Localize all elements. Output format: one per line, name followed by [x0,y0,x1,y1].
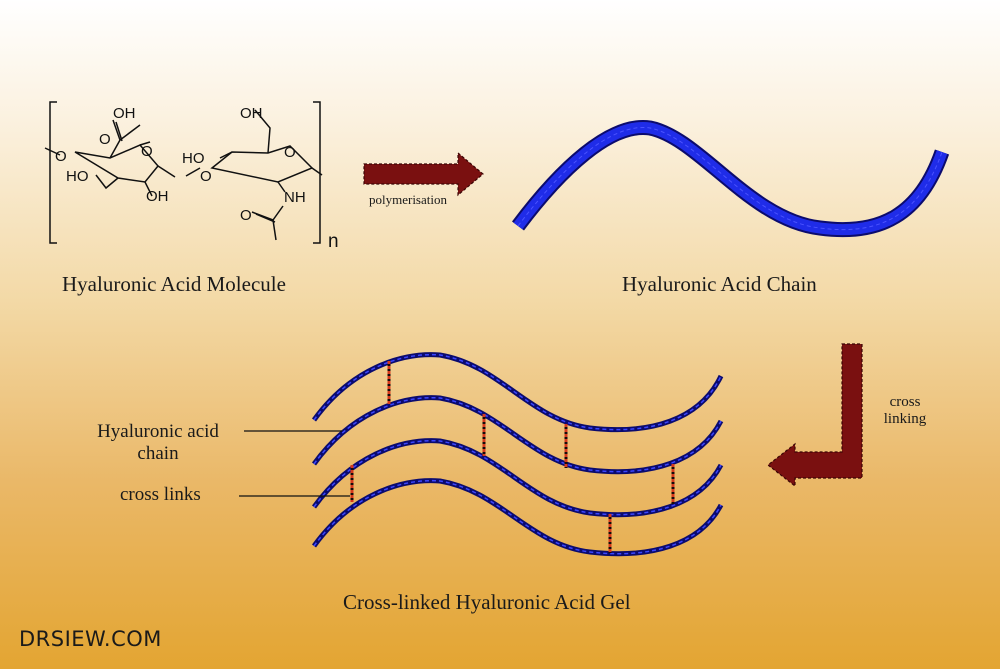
atom-ring-o-right: O [284,144,296,161]
atom-oh-bottom-left: OH [146,188,169,205]
hyaluronic-chain [512,120,950,238]
bracket-right [313,101,321,244]
gel-chain-3 [311,438,724,518]
label-chain: Hyaluronic Acid Chain [622,272,817,296]
callout-chain: Hyaluronic acid chain [97,421,219,464]
label-molecule: Hyaluronic Acid Molecule [62,272,286,296]
cross-links [350,361,675,553]
chemical-atoms: OH O O HO OH O O OH HO O NH O n [55,105,339,252]
atom-ring-o-left: O [141,143,153,160]
atom-carbonyl-o: O [99,131,111,148]
atom-nh: NH [284,189,306,206]
gel-chain-2 [311,395,724,475]
polymerisation-arrow [363,151,484,197]
label-polymerisation: polymerisation [369,192,447,207]
gel-chain-4 [311,478,724,557]
atom-ho-left: HO [66,168,89,185]
atom-glycosidic-o: O [200,168,212,185]
chemical-structure [44,101,323,244]
watermark: DRSIEW.COM [19,627,162,651]
atom-oh-top-left: OH [113,105,136,122]
atom-oh-top-right: OH [240,105,263,122]
atom-amide-o: O [240,207,252,224]
gel-chain-1 [311,352,724,433]
bracket-left [49,101,57,244]
label-gel: Cross-linked Hyaluronic Acid Gel [343,590,631,614]
crosslinked-gel [311,352,724,557]
atom-ho-right: HO [182,150,205,167]
ring-right [210,145,314,183]
label-cross-linking: cross linking [883,394,927,427]
cross-linking-arrow [767,343,863,488]
atom-link-o: O [55,148,67,165]
repeat-subscript: n [328,231,339,252]
callout-links: cross links [120,484,201,505]
